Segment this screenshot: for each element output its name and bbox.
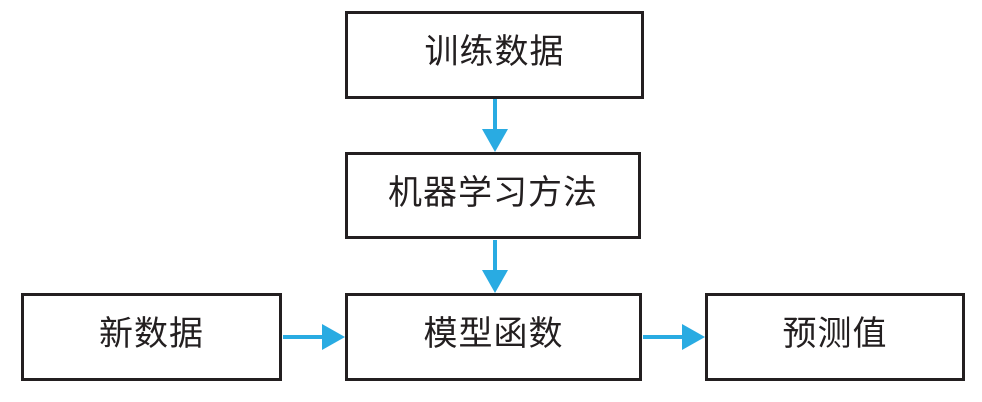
node-training-data: 训练数据	[345, 11, 644, 99]
node-new-data: 新数据	[21, 293, 282, 381]
node-model-function: 模型函数	[345, 293, 642, 381]
node-model-function-label: 模型函数	[423, 316, 564, 353]
node-predicted-value: 预测值	[705, 293, 965, 381]
arrow-model-to-prediction-icon	[643, 324, 705, 350]
node-predicted-value-label: 预测值	[782, 316, 888, 353]
node-ml-method-label: 机器学习方法	[388, 174, 598, 212]
node-training-data-label: 训练数据	[424, 34, 565, 71]
node-ml-method: 机器学习方法	[345, 152, 641, 239]
arrow-newdata-to-model-icon	[283, 324, 345, 350]
arrow-training-to-method-icon	[482, 99, 508, 152]
node-new-data-label: 新数据	[99, 316, 204, 353]
arrow-method-to-model-icon	[482, 240, 508, 293]
